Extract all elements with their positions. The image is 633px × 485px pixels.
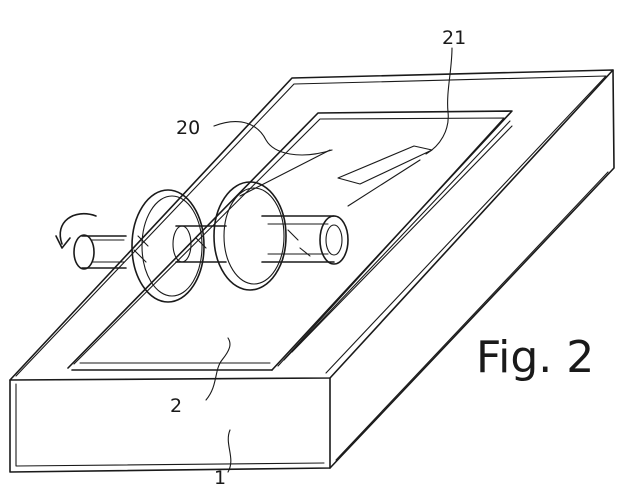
leader-lines <box>205 47 453 473</box>
base-block <box>9 69 615 473</box>
ref-label-20: 20 <box>176 117 200 139</box>
rotation-arrow <box>55 212 97 249</box>
slot-opening <box>239 145 433 207</box>
spool-rotor <box>73 181 349 303</box>
ref-label-1: 1 <box>214 467 226 485</box>
ref-label-21: 21 <box>442 27 466 49</box>
channel-groove <box>67 110 513 371</box>
figure-caption: Fig. 2 <box>476 332 594 383</box>
ref-label-2: 2 <box>170 395 182 417</box>
